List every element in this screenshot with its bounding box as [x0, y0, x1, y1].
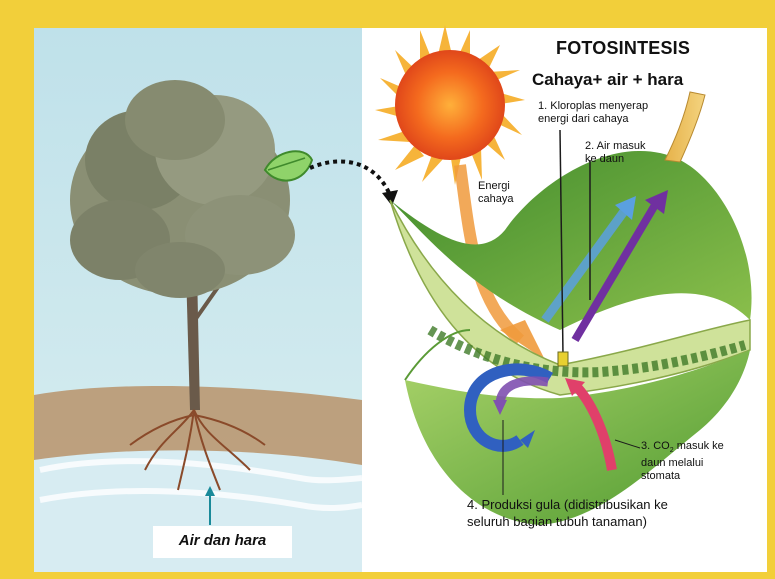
diagram-subtitle: Cahaya+ air + hara	[532, 70, 683, 90]
water-label: Air dan hara	[153, 532, 292, 549]
step-3-label: 3. CO2 masuk ke daun melalui stomata	[641, 440, 724, 483]
energy-label: Energi cahaya	[478, 180, 513, 206]
step-2-label: 2. Air masuk ke daun	[585, 140, 646, 166]
diagram-title: FOTOSINTESIS	[556, 38, 690, 59]
chloroplast	[558, 352, 568, 366]
water-label-box: Air dan hara	[153, 526, 292, 558]
step-1-label: 1. Kloroplas menyerap energi dari cahaya	[538, 100, 648, 126]
step-4-label: 4. Produksi gula (didistribusikan ke sel…	[467, 496, 668, 530]
